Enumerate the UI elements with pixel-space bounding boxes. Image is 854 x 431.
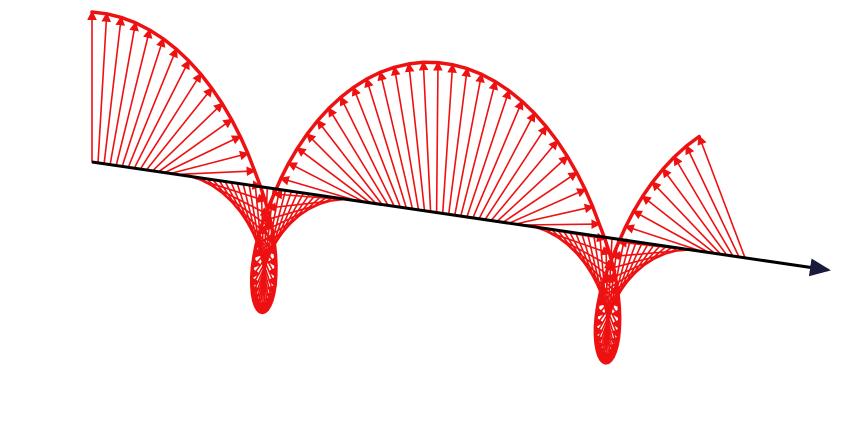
field-vector-arrow: [151, 102, 224, 172]
field-vector-arrow: [574, 232, 620, 339]
field-vector-arrow: [592, 234, 617, 359]
field-vector-arrow: [596, 240, 631, 358]
field-vector-arrow: [254, 185, 272, 311]
field-vector-arrow: [133, 59, 190, 169]
field-vector-arrow: [697, 135, 746, 259]
field-vector-arrow: [364, 77, 408, 209]
field-vector-arrow: [466, 89, 512, 218]
field-vector-arrow: [508, 188, 587, 224]
field-vector-arrow: [484, 125, 548, 221]
field-vector-arrow: [339, 95, 396, 208]
field-vector-arrow: [662, 167, 728, 256]
field-vector-arrow: [595, 244, 662, 318]
field-vector-arrow: [251, 190, 293, 303]
field-vector-arrow: [453, 72, 485, 216]
field-vector-arrow: [163, 135, 242, 174]
field-vector-arrow: [327, 107, 390, 207]
field-vector-arrow: [624, 224, 704, 253]
field-vector-arrow: [441, 63, 457, 215]
field-vector-arrow: [502, 171, 579, 224]
field-vector-arrow: [252, 194, 323, 259]
field-vector-arrow: [157, 118, 233, 173]
field-vector-arrow: [490, 139, 559, 222]
field-vector-arrow: [418, 60, 432, 213]
field-vector-arrow: [641, 195, 716, 255]
field-vector-arrow: [279, 176, 359, 202]
field-vector-arrow: [538, 226, 615, 269]
field-vectors: [87, 10, 746, 365]
field-vector-arrow: [520, 219, 601, 229]
field-vector-arrow: [287, 162, 365, 203]
field-vector-arrow: [514, 203, 595, 225]
field-vector-arrow: [97, 12, 112, 164]
field-vector-arrow: [404, 62, 426, 212]
helix-envelope-curve: [90, 10, 701, 365]
field-vector-arrow: [496, 155, 569, 223]
field-vector-arrow: [169, 150, 250, 175]
field-vector-arrow: [611, 249, 692, 261]
field-vector-arrow: [685, 144, 740, 258]
field-vector-arrow: [433, 61, 443, 214]
field-vector-arrow: [603, 236, 613, 364]
field-vector-arrow: [175, 166, 257, 177]
field-vector-arrow: [472, 99, 524, 219]
field-vector-arrow: [673, 155, 734, 257]
field-vector-arrow: [109, 21, 139, 166]
field-vector-arrow: [391, 65, 420, 211]
field-vector-arrow: [266, 198, 347, 212]
field-vector-arrow: [632, 210, 710, 254]
field-vector-arrow: [305, 132, 378, 205]
field-vector-arrow: [121, 37, 166, 168]
field-vector-arrow: [103, 15, 126, 165]
field-vector-arrow: [145, 87, 213, 171]
field-vector-arrow: [651, 181, 722, 256]
field-vector-arrow: [316, 119, 384, 206]
field-vector-arrow: [351, 86, 402, 208]
field-vector-arrow: [606, 248, 686, 272]
field-vector-arrow: [139, 72, 202, 170]
field-vector-arrow: [447, 67, 471, 216]
field-vector-arrow: [296, 147, 371, 204]
field-vector-arrow: [252, 189, 287, 308]
field-vector-arrow: [478, 111, 536, 220]
field-vector-arrow: [459, 80, 499, 217]
field-vector-arrow: [127, 47, 178, 169]
field-vector-arrow: [377, 70, 414, 210]
field-vector-arrow: [115, 28, 153, 167]
propagation-axis-arrow: [91, 160, 831, 277]
